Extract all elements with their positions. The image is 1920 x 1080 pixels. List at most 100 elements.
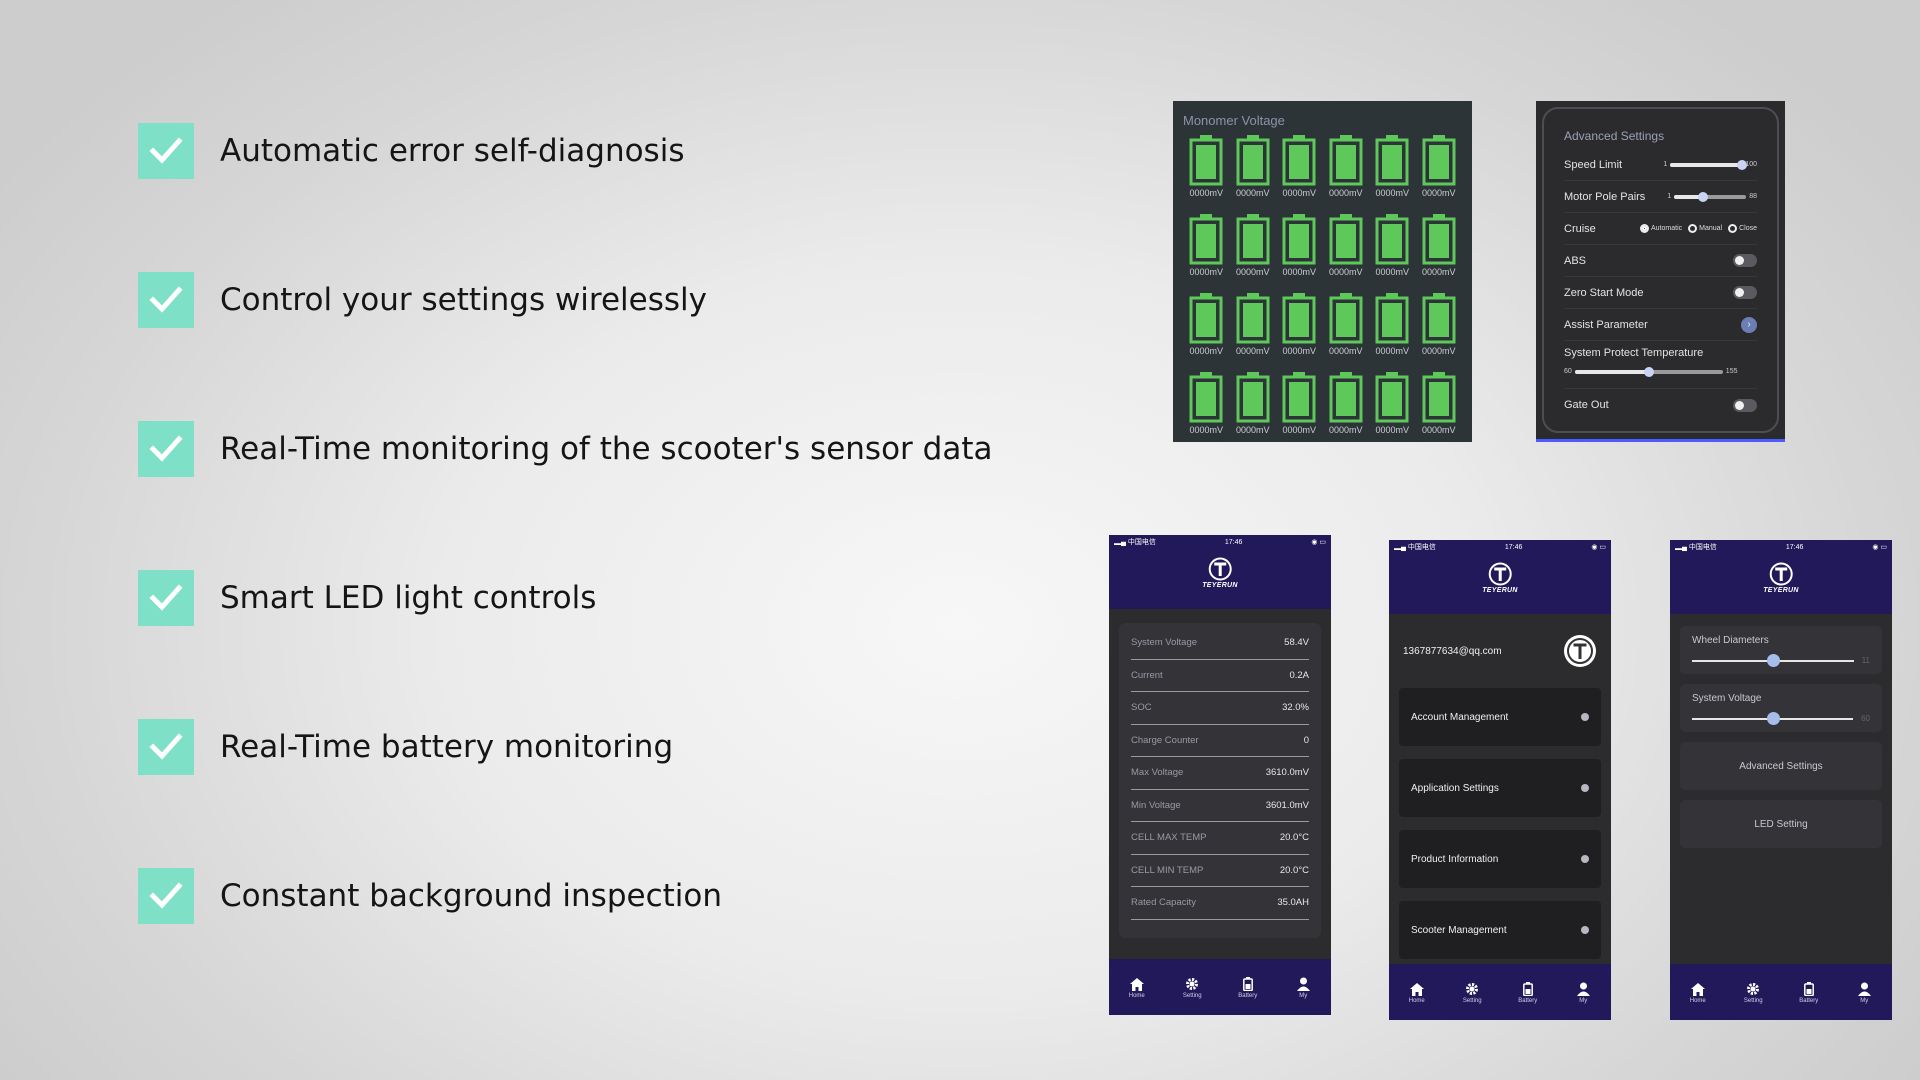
slider-max: 100 [1745, 161, 1757, 168]
battery-cell-icon [1189, 135, 1223, 186]
checkmark-icon [138, 868, 194, 924]
stat-label: Current [1131, 669, 1163, 681]
menu-item-account-management[interactable]: Account Management [1399, 688, 1601, 746]
zero-start-toggle[interactable] [1733, 286, 1757, 299]
nav-home[interactable]: Home [1397, 982, 1437, 1004]
stat-label: Charge Counter [1131, 734, 1199, 746]
feature-item: Real-Time monitoring of the scooter's se… [138, 420, 992, 478]
nav-battery[interactable]: Battery [1789, 982, 1829, 1004]
advanced-settings-panel: Advanced Settings Speed Limit 1 100 Moto… [1536, 101, 1785, 442]
nav-my[interactable]: My [1283, 977, 1323, 999]
menu-item-product-information[interactable]: Product Information [1399, 830, 1601, 888]
battery-cell: 0000mV [1183, 292, 1230, 369]
battery-cell-voltage: 0000mV [1375, 267, 1410, 277]
battery-cell-voltage: 0000mV [1375, 188, 1410, 198]
stat-label: System Voltage [1131, 637, 1198, 649]
menu-item-application-settings[interactable]: Application Settings [1399, 759, 1601, 817]
slider-track[interactable] [1692, 711, 1854, 725]
battery-cell: 0000mV [1416, 292, 1463, 369]
battery-cell-voltage: 0000mV [1189, 346, 1224, 356]
nav-my[interactable]: My [1844, 982, 1884, 1004]
system-voltage-slider[interactable]: 60 [1692, 711, 1870, 725]
slider-knob[interactable] [1698, 191, 1708, 202]
battery-cell: 0000mV [1276, 134, 1323, 211]
nav-label: My [1579, 998, 1588, 1004]
feature-item: Automatic error self-diagnosis [138, 122, 684, 180]
assist-parameter-row[interactable]: Assist Parameter › [1564, 309, 1757, 341]
nav-setting[interactable]: Setting [1733, 982, 1773, 1004]
slider-track[interactable] [1670, 159, 1748, 170]
nav-home[interactable]: Home [1117, 977, 1157, 999]
cruise-option-automatic[interactable]: Automatic [1640, 224, 1682, 233]
menu-item-scooter-management[interactable]: Scooter Management [1399, 901, 1601, 959]
cruise-option-manual[interactable]: Manual [1688, 224, 1722, 233]
wheel-diameter-slider[interactable]: 11 [1692, 653, 1870, 667]
slider-track[interactable] [1574, 366, 1723, 377]
nav-battery[interactable]: Battery [1228, 977, 1268, 999]
nav-label: Setting [1462, 998, 1482, 1004]
cruise-option-close[interactable]: Close [1728, 224, 1757, 233]
arrow-icon [1581, 926, 1589, 934]
home-icon [1690, 982, 1705, 996]
slider-knob[interactable] [1766, 653, 1780, 667]
checkmark-icon [138, 719, 194, 775]
battery-cell: 0000mV [1416, 371, 1463, 448]
slider-track[interactable] [1674, 191, 1747, 202]
led-setting-button[interactable]: LED Setting [1680, 800, 1882, 848]
carrier-label: 中国电信 [1407, 544, 1436, 551]
status-bar: ▂▄ 中国电信 17:46 ◉ ▭ [1109, 535, 1331, 549]
nav-battery[interactable]: Battery [1508, 982, 1548, 1004]
battery-cell: 0000mV [1416, 213, 1463, 290]
bottom-nav: Home Setting Battery My [1389, 964, 1611, 1020]
system-voltage-card: System Voltage 60 [1680, 684, 1882, 732]
stat-value: 0 [1303, 734, 1309, 746]
battery-cell: 0000mV [1276, 371, 1323, 448]
battery-cell-voltage: 0000mV [1328, 425, 1363, 435]
phone-header: ▂▄ 中国电信 17:46 ◉ ▭ TEYERUN [1670, 540, 1892, 614]
bottom-nav: Home Setting Battery My [1109, 959, 1331, 1015]
pole-pairs-row: Motor Pole Pairs 1 88 [1564, 181, 1757, 213]
stat-value: 20.0°C [1279, 832, 1309, 844]
battery-cell: 0000mV [1369, 371, 1416, 448]
pole-pairs-slider[interactable]: 1 88 [1667, 191, 1757, 202]
nav-label: Home [1408, 997, 1425, 1004]
nav-setting[interactable]: Setting [1452, 982, 1492, 1004]
avatar[interactable] [1563, 634, 1597, 668]
battery-cell-voltage: 0000mV [1375, 425, 1410, 435]
nav-label: Home [1689, 997, 1706, 1004]
slider-track[interactable] [1692, 653, 1854, 667]
slider-knob[interactable] [1643, 366, 1654, 377]
stat-row: Charge Counter 0 [1131, 725, 1309, 757]
protect-temp-row: System Protect Temperature 60 155 [1564, 341, 1757, 389]
gear-icon [1186, 978, 1199, 990]
protect-temp-slider[interactable]: 60 155 [1564, 366, 1757, 377]
checkmark-icon [138, 123, 194, 179]
battery-cell: 0000mV [1230, 292, 1277, 369]
nav-setting[interactable]: Setting [1172, 977, 1212, 999]
stat-value: 3610.0mV [1265, 767, 1309, 779]
battery-cell-voltage: 0000mV [1282, 346, 1317, 356]
status-bar: ▂▄ 中国电信 17:46 ◉ ▭ [1389, 540, 1611, 554]
abs-toggle[interactable] [1733, 254, 1757, 267]
advanced-settings-button[interactable]: Advanced Settings [1680, 742, 1882, 790]
slider-max: 60 [1861, 714, 1870, 723]
phone-account-screen: ▂▄ 中国电信 17:46 ◉ ▭ TEYERUN 1367877634@qq.… [1389, 540, 1611, 1020]
slider-knob[interactable] [1737, 159, 1748, 170]
speed-limit-slider[interactable]: 1 100 [1663, 159, 1757, 170]
menu-label: Account Management [1411, 711, 1509, 723]
nav-my[interactable]: My [1563, 982, 1603, 1004]
nav-home[interactable]: Home [1678, 982, 1718, 1004]
slider-max: 155 [1725, 368, 1738, 375]
stat-value: 3601.0mV [1265, 799, 1309, 811]
battery-cell-icon [1236, 214, 1270, 265]
chevron-right-icon[interactable]: › [1741, 316, 1757, 333]
gate-out-toggle[interactable] [1733, 398, 1757, 412]
battery-cell-voltage: 0000mV [1375, 346, 1410, 356]
slider-knob[interactable] [1766, 711, 1780, 725]
